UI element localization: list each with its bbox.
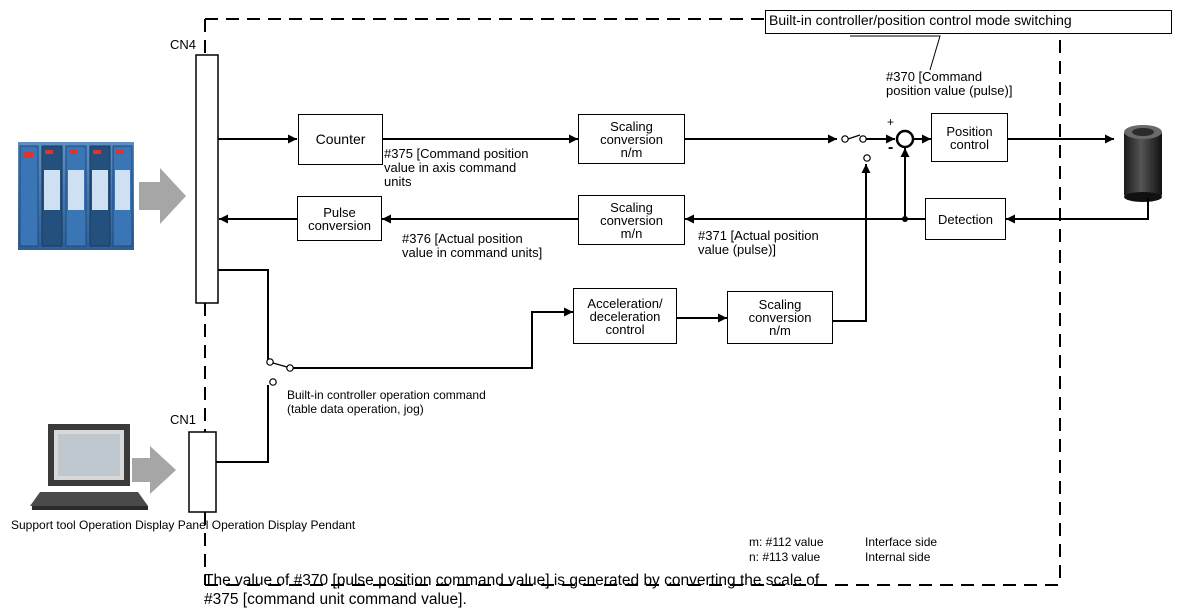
signal-371-label: #371 [Actual position value (pulse)] <box>698 228 819 257</box>
builtin-command-label: Built-in controller operation command (t… <box>287 388 486 416</box>
detection-block: Detection <box>925 198 1006 240</box>
legend-m-side: Interface side <box>865 535 938 549</box>
legend-n: n: #113 value <box>749 550 821 564</box>
motor-icon <box>1124 125 1162 202</box>
cn4-to-selector-line <box>218 269 269 360</box>
cn4-connector <box>195 54 219 304</box>
scaling-conversion-top-block: Scaling conversion n/m <box>578 114 685 164</box>
signal-376-label: #376 [Actual position value in command u… <box>402 231 543 260</box>
plc-unit-icon <box>18 142 134 250</box>
mode-switch-callout: Built-in controller/position control mod… <box>765 10 1172 34</box>
plc-input-arrow-icon <box>139 168 186 224</box>
signal-370-label: #370 [Command position value (pulse)] <box>886 69 1013 98</box>
dashed-boundary <box>204 18 1061 586</box>
operation-selector-switch <box>266 358 294 386</box>
scaling-conversion-mid-block: Scaling conversion m/n <box>578 195 685 245</box>
callout-pointer <box>850 35 941 71</box>
summing-plus-sign: + <box>887 115 895 129</box>
counter-block: Counter <box>298 114 383 165</box>
caption: The value of #370 [pulse position comman… <box>204 572 820 608</box>
support-tools-label: Support tool Operation Display Panel Ope… <box>11 518 356 532</box>
cn1-connector <box>188 431 217 513</box>
pulse-conversion-block: Pulse conversion <box>297 196 382 241</box>
scaling-bottom-to-switch-line <box>833 164 871 322</box>
scaling-conversion-bottom-block: Scaling conversion n/m <box>727 291 833 344</box>
mode-switch <box>841 134 871 162</box>
monitor-icon <box>30 424 148 510</box>
encoder-feedback-line <box>1006 198 1149 224</box>
summing-minus-sign: - <box>888 139 894 156</box>
cn1-to-selector-line <box>216 385 269 463</box>
summing-junction <box>895 129 915 149</box>
position-control-block: Position control <box>931 113 1008 162</box>
legend-n-side: Internal side <box>865 550 931 564</box>
cn4-label: CN4 <box>170 37 197 52</box>
signal-375-label: #375 [Command position value in axis com… <box>384 146 529 189</box>
selector-to-accel-line <box>293 307 573 369</box>
legend-m: m: #112 value <box>749 535 824 549</box>
cn1-label: CN1 <box>170 412 197 427</box>
accel-decel-control-block: Acceleration/ deceleration control <box>573 288 677 344</box>
tool-input-arrow-icon <box>132 446 176 494</box>
